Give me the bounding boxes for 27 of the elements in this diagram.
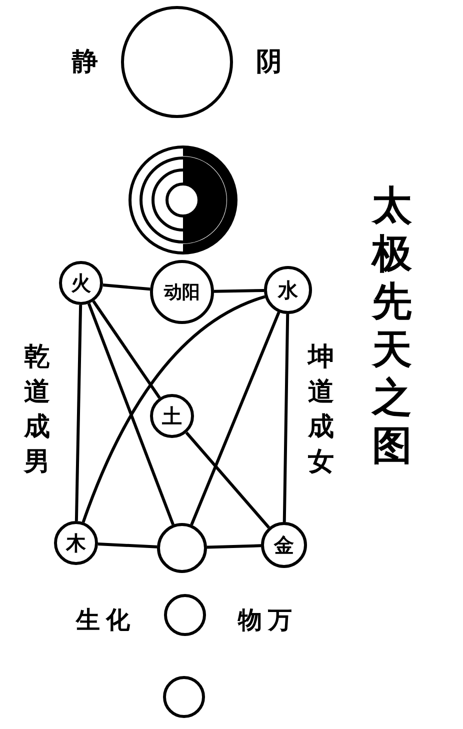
connecting-line xyxy=(206,544,262,549)
connecting-line xyxy=(92,300,161,399)
empty-circle xyxy=(157,523,207,573)
title: 太极先天之图 xyxy=(372,182,412,470)
connecting-line xyxy=(190,312,280,526)
empty-circle xyxy=(163,676,205,718)
side-text: 阴 xyxy=(256,49,288,75)
side-text: 物万 xyxy=(238,608,298,632)
connecting-line xyxy=(214,288,264,293)
connecting-line xyxy=(82,295,266,523)
vertical-text: 坤道成女 xyxy=(308,341,334,480)
connecting-line xyxy=(98,542,158,548)
element-circle: 火 xyxy=(59,261,103,305)
element-circle: 土 xyxy=(150,394,194,438)
connecting-line xyxy=(185,432,270,529)
side-text: 生化 xyxy=(76,608,136,632)
connecting-line xyxy=(102,283,150,291)
connecting-line xyxy=(282,314,290,522)
connecting-line xyxy=(87,303,174,526)
connecting-line xyxy=(74,304,82,522)
element-circle: 金 xyxy=(261,522,307,568)
element-circle: 水 xyxy=(264,266,312,314)
element-circle: 动阳 xyxy=(150,260,214,324)
side-text: 静 xyxy=(72,49,104,75)
vertical-text: 乾道成男 xyxy=(24,341,50,480)
element-circle: 木 xyxy=(54,521,98,565)
empty-circle xyxy=(164,594,206,636)
